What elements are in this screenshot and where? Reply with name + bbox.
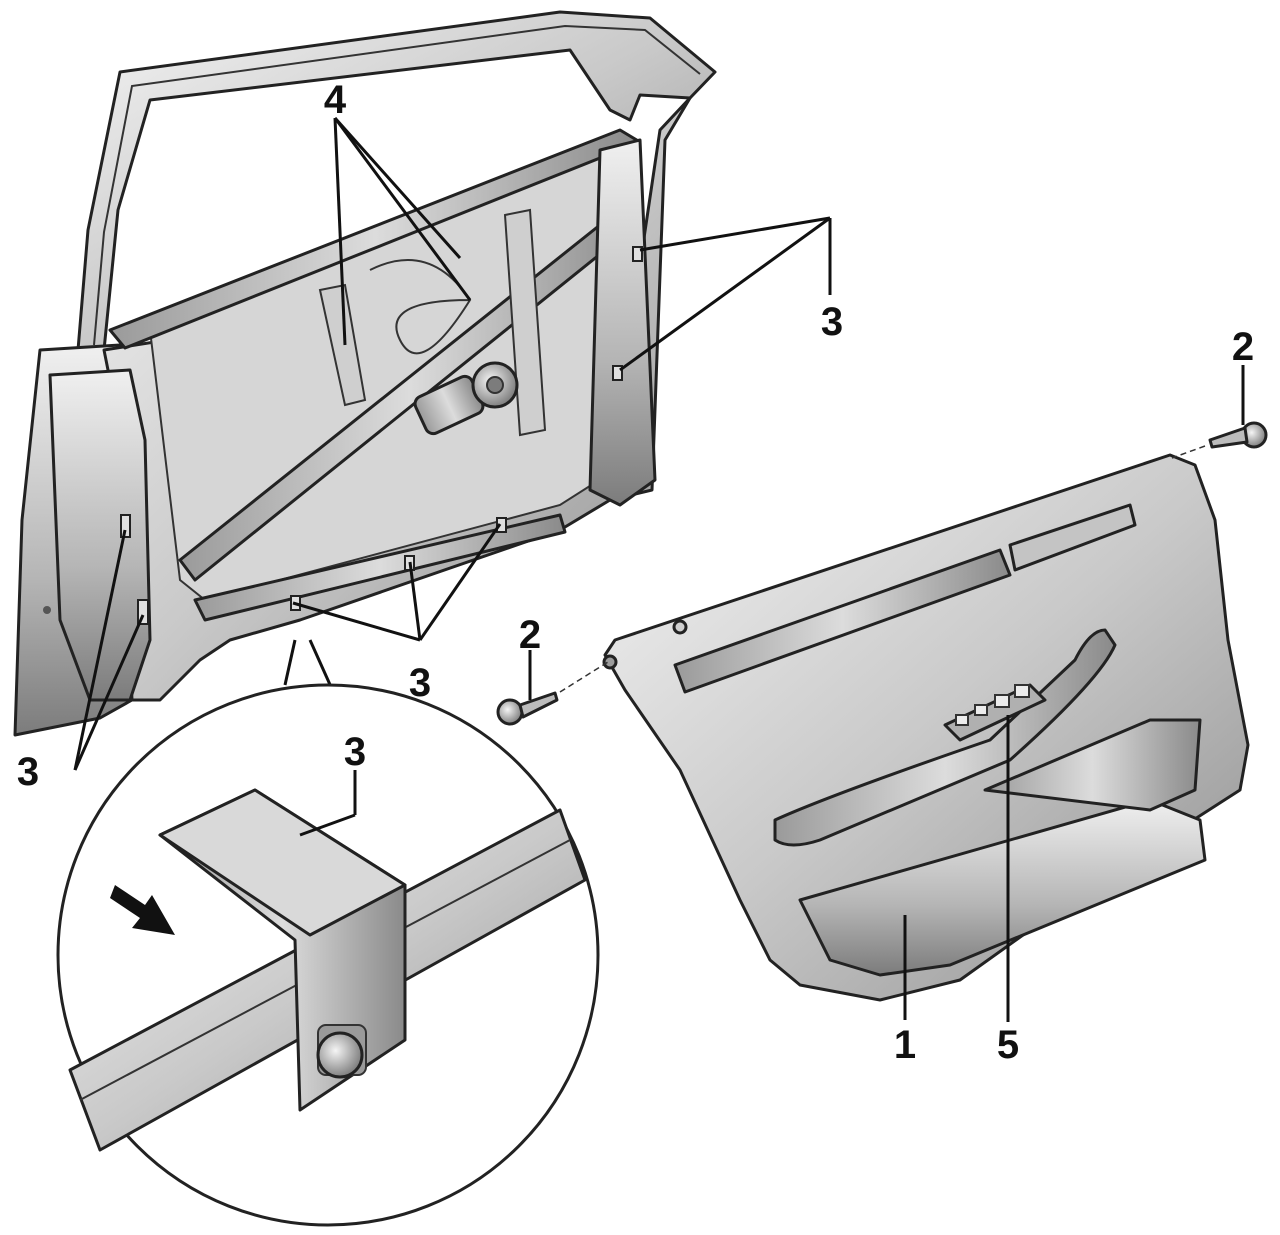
callout-door-trim-panel: 1 (894, 1023, 916, 1067)
window-frame (76, 10, 717, 352)
clip-icon (137, 599, 149, 625)
hinge-pillar (48, 368, 152, 702)
map-pocket (798, 798, 1207, 977)
trim-fastener-post (672, 619, 688, 635)
clip-icon (496, 517, 507, 533)
window-frame-inner (93, 24, 701, 346)
regulator-rail-2 (503, 208, 547, 437)
clip-icon (632, 246, 643, 262)
callout-window-switch: 5 (997, 1023, 1019, 1067)
alignment-line-right (1171, 445, 1206, 459)
inner-door-handle (1008, 503, 1137, 572)
drain-hole (43, 606, 51, 614)
door-trim-panel (602, 453, 1250, 1002)
callout-labels: 4 3 2 2 3 3 3 1 5 (17, 78, 1254, 1067)
lock-pillar (588, 138, 657, 507)
clip-icon (612, 365, 623, 381)
callout-screw-right: 2 (1232, 325, 1254, 369)
callout-clip-left: 3 (17, 750, 39, 794)
window-switch (943, 683, 1047, 742)
trim-hole (602, 654, 618, 670)
clip-icon (120, 514, 131, 538)
callout-window-regulator: 4 (324, 78, 347, 122)
screw-left (496, 691, 559, 726)
alignment-line-left (559, 661, 609, 693)
callout-clip-bottom: 3 (409, 661, 431, 705)
screw-right (1208, 421, 1268, 449)
leader-lines (73, 117, 1245, 1022)
callout-clip-upper-right: 3 (821, 300, 843, 344)
window-motor (413, 361, 519, 436)
door-shell (13, 10, 717, 737)
regulator-rail (318, 283, 367, 407)
clip-detail-view (56, 639, 600, 1227)
speaker-cover (983, 718, 1202, 812)
install-direction-arrow-icon (110, 885, 175, 935)
regulator-cable (369, 259, 472, 355)
armrest-grab-handle (773, 628, 1117, 847)
callout-clip-detail: 3 (344, 730, 366, 774)
lower-rail (193, 513, 567, 622)
callout-screw-left: 2 (519, 613, 541, 657)
trim-upper-molding (673, 548, 1012, 694)
